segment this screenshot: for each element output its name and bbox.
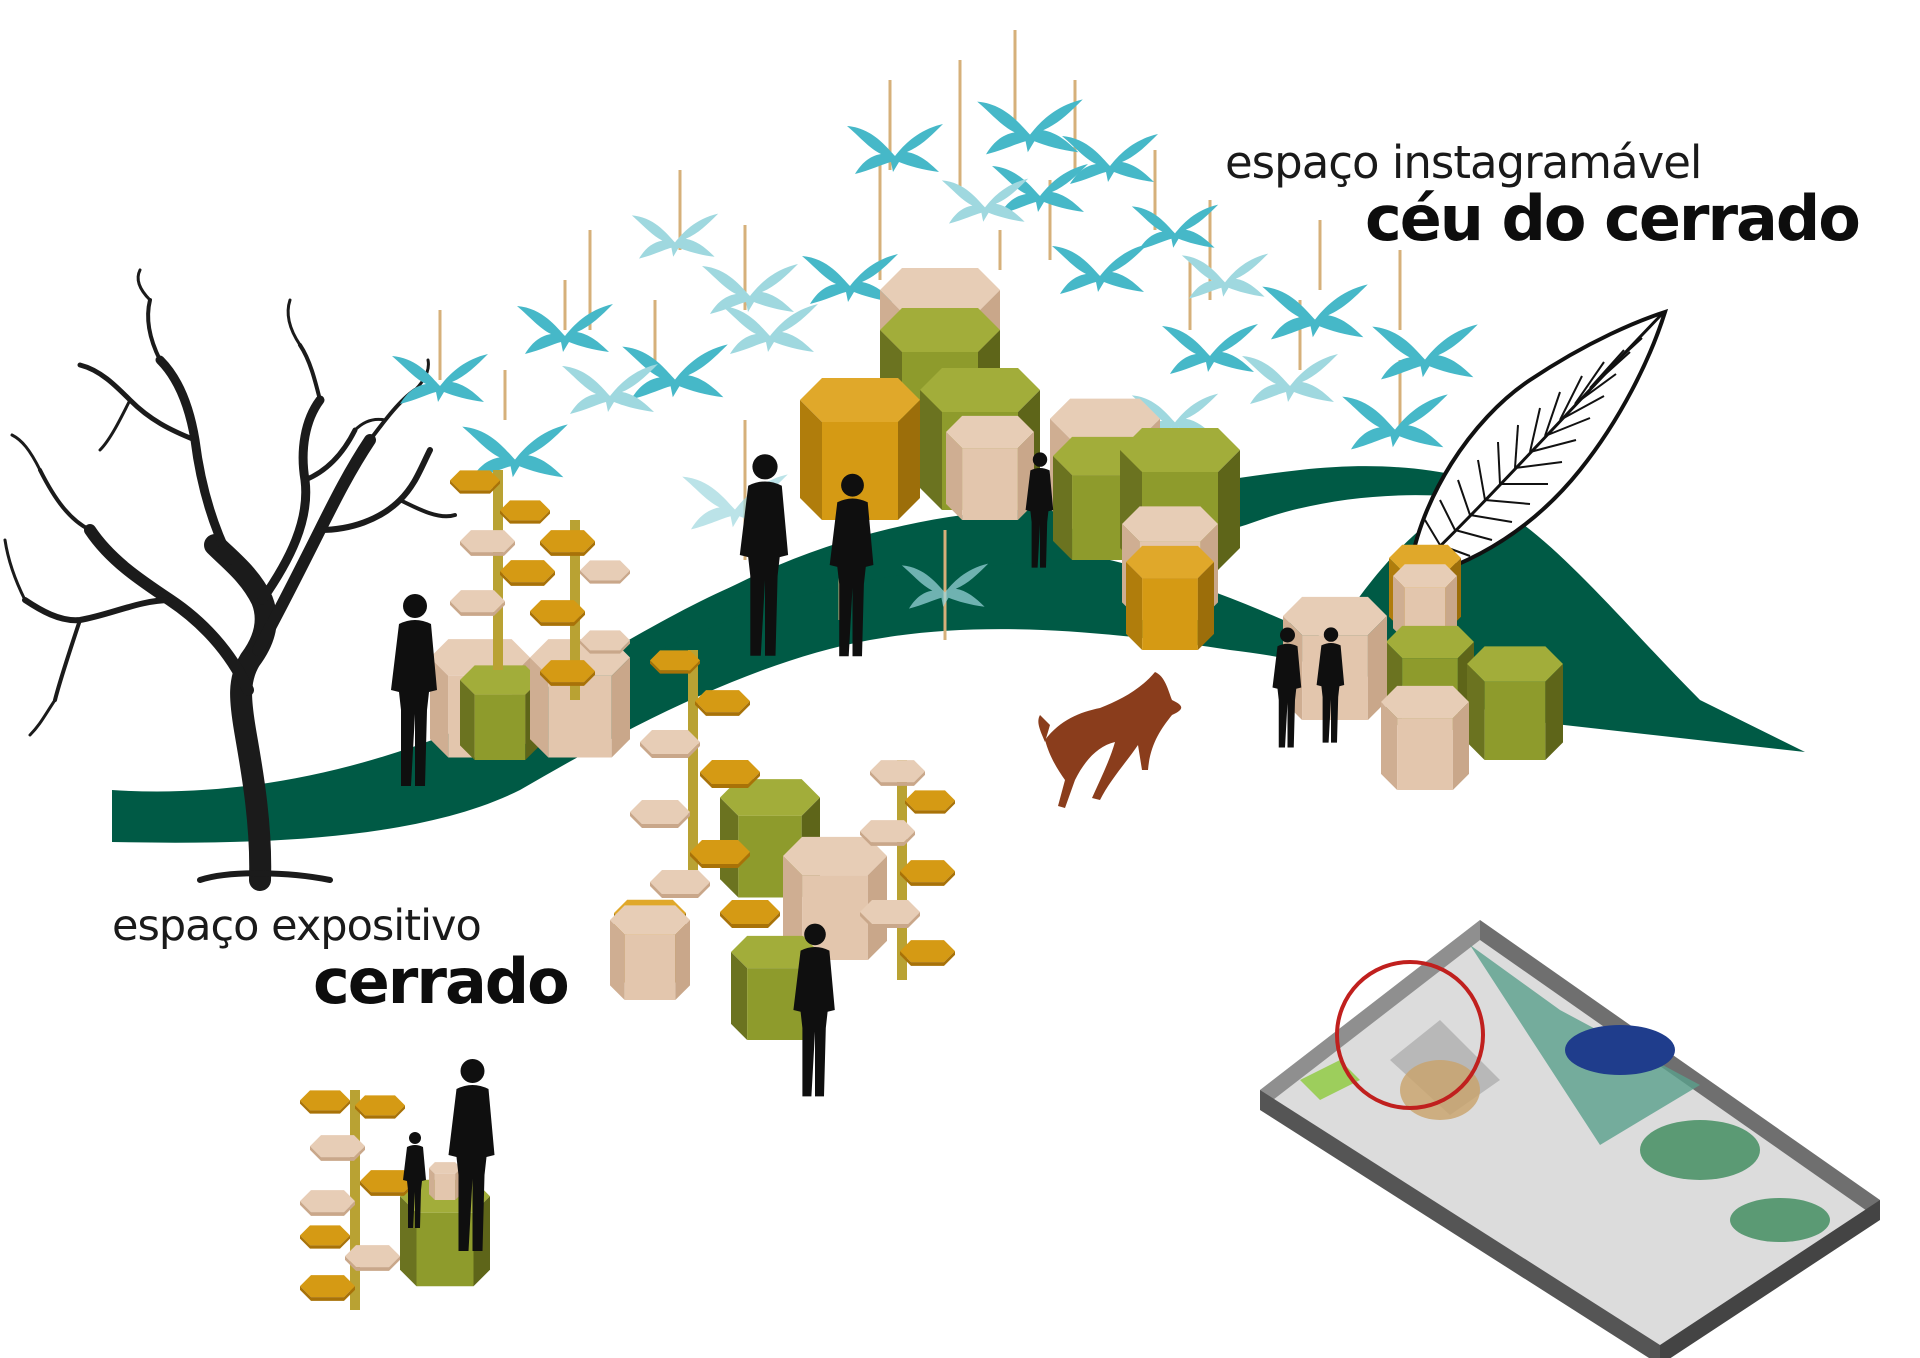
instagram-label-line2: céu do cerrado: [1365, 182, 1859, 255]
feather-icon: [1407, 308, 1669, 578]
highlight-circle: [1335, 960, 1485, 1110]
maned-wolf-icon: [1038, 672, 1182, 808]
leaf-tower-left: [430, 470, 630, 760]
green-path: [112, 500, 1805, 843]
expo-label-line2: cerrado: [313, 945, 568, 1018]
floor-plan-icon: [1260, 920, 1880, 1358]
leaf-tower-bottom: [300, 1090, 490, 1310]
instagram-label-line1: espaço instagramável: [1225, 136, 1701, 189]
leaf-tower-center: [610, 650, 955, 1040]
expo-label-line1: espaço expositivo: [112, 901, 481, 951]
